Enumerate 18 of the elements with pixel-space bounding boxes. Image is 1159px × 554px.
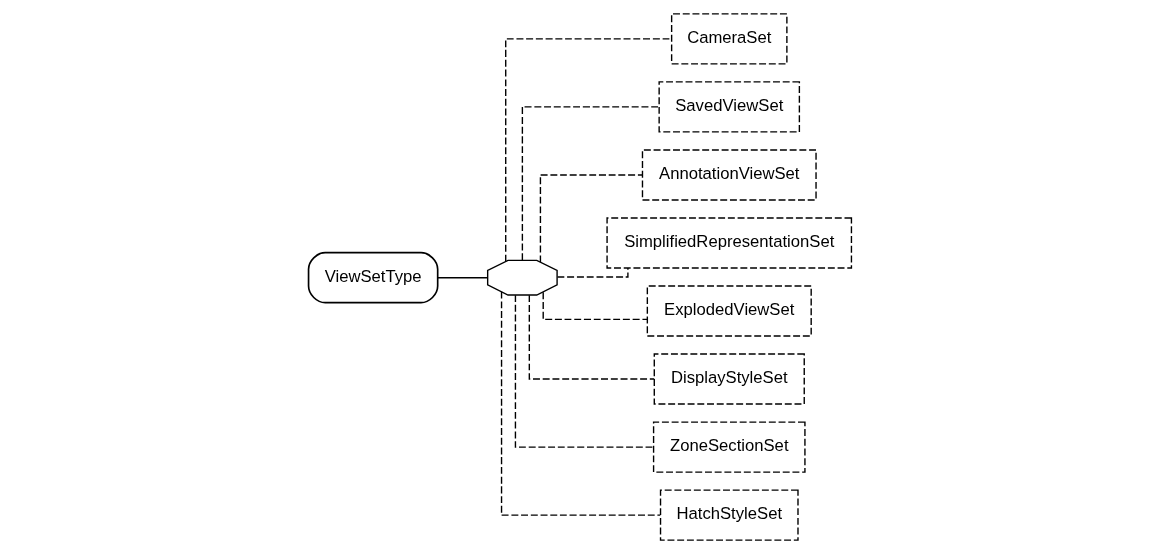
- node-box: HatchStyleSet: [659, 489, 799, 541]
- node-box: SavedViewSet: [657, 81, 800, 133]
- connector: [542, 291, 648, 321]
- node-box: ExplodedViewSet: [646, 285, 812, 337]
- node-box: DisplayStyleSet: [653, 353, 805, 405]
- connector: [514, 294, 654, 448]
- node-box: CameraSet: [670, 13, 788, 65]
- connector: [436, 277, 488, 279]
- connector: [504, 38, 672, 262]
- node-box: ZoneSectionSet: [652, 421, 806, 473]
- connector: [539, 174, 643, 263]
- node-box: SimplifiedRepresentationSet: [605, 217, 852, 269]
- connector: [528, 294, 655, 380]
- connector: [500, 291, 661, 516]
- node-octagon: [486, 259, 558, 296]
- node-box: AnnotationViewSet: [641, 149, 817, 201]
- node-box: ViewSetType: [307, 251, 438, 304]
- connector: [521, 106, 659, 261]
